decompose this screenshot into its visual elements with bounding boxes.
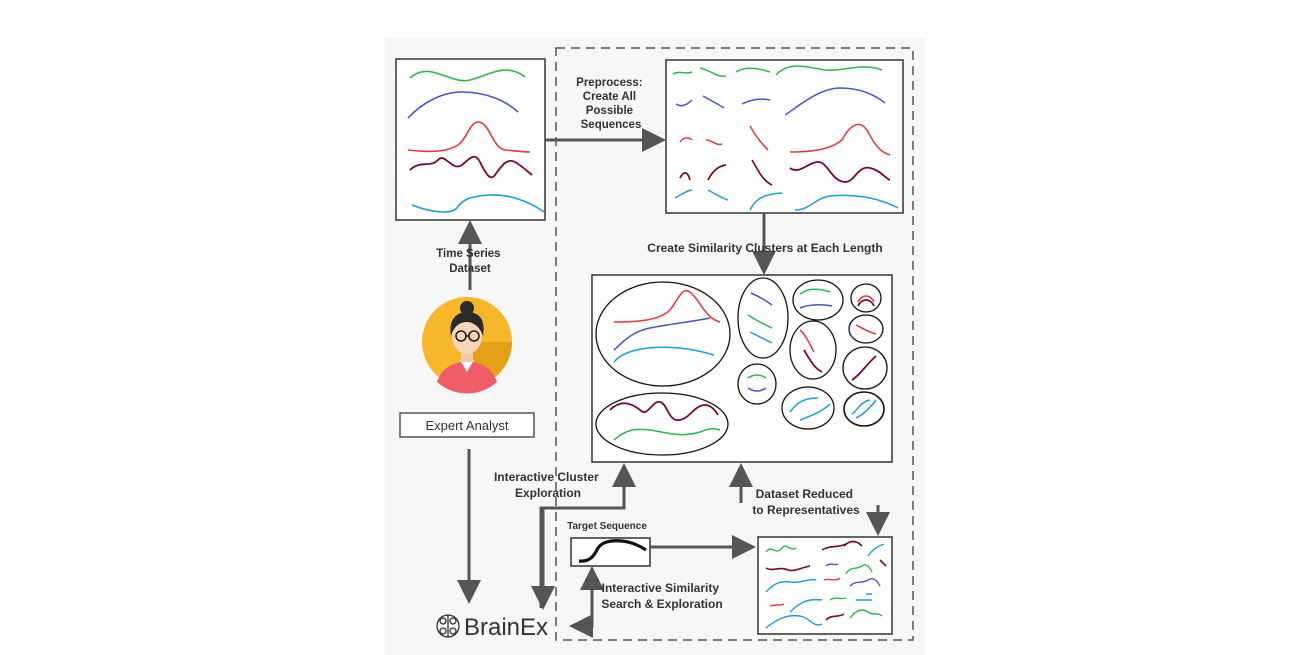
time-series-dataset-box bbox=[395, 58, 546, 221]
expert-analyst-label: Expert Analyst bbox=[425, 418, 508, 433]
target-sequence-label: Target Sequence bbox=[567, 521, 647, 532]
interactive-similarity-label: Interactive Similarity Search & Explorat… bbox=[601, 581, 722, 611]
arrow-similarity-search bbox=[569, 573, 594, 638]
create-clusters-label: Create Similarity Clusters at Each Lengt… bbox=[647, 241, 882, 255]
brain-logo-icon bbox=[436, 614, 460, 638]
preprocess-label: Preprocess: Create All Possible Sequence… bbox=[576, 77, 646, 131]
all-sequences-box bbox=[665, 59, 904, 214]
expert-analyst-box bbox=[399, 412, 535, 438]
target-sequence-box bbox=[570, 537, 651, 567]
arrow-cluster-exploration bbox=[539, 463, 636, 608]
interactive-cluster-label: Interactive Cluster Exploration bbox=[494, 470, 602, 500]
arrows bbox=[457, 128, 890, 638]
expert-analyst-avatar-icon bbox=[422, 297, 512, 394]
similarity-clusters-box bbox=[591, 274, 893, 463]
dataset-reduced-label: Dataset Reduced to Representatives bbox=[752, 487, 860, 517]
time-series-dataset-label: Time Series Dataset bbox=[436, 248, 504, 275]
brainex-system-boundary bbox=[555, 47, 914, 641]
brainex-logo-text: BrainEx bbox=[464, 614, 548, 641]
representatives-box bbox=[757, 536, 893, 635]
